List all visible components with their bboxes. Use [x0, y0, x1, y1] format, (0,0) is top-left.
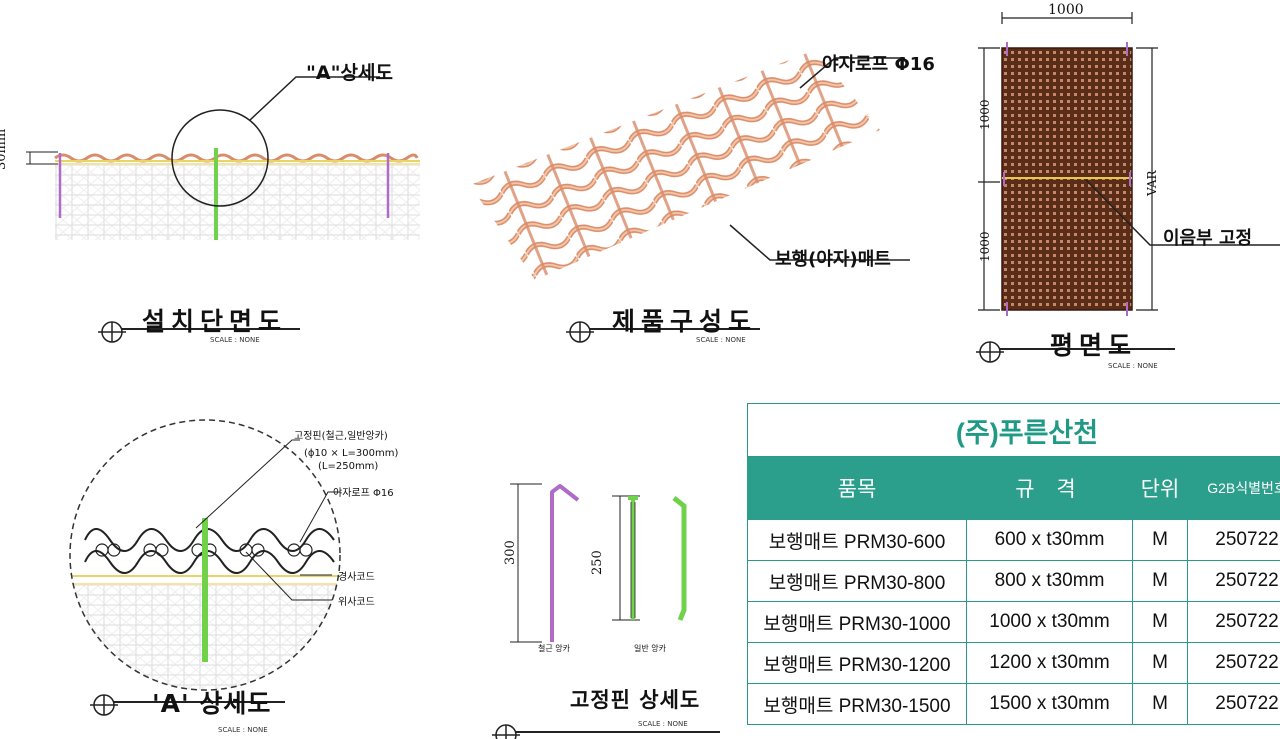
table-row: 보행매트 PRM30-1500 1500 x t30mm M 250722: [747, 683, 1280, 725]
row-unit: M: [1132, 683, 1188, 725]
plan-view-scale: SCALE : NONE: [1108, 362, 1158, 370]
row-spec: 1000 x t30mm: [966, 601, 1133, 643]
row-item: 보행매트 PRM30-600: [747, 519, 967, 561]
plan-view-title: 평면도: [1050, 331, 1138, 360]
row-item: 보행매트 PRM30-800: [747, 560, 967, 602]
header-item: 품목: [747, 456, 967, 520]
pin-rebar-label: 철근 앙카: [538, 644, 570, 653]
detail-a-pin-spec-2: (L=250mm): [318, 461, 379, 472]
pin-detail-title: 고정핀 상세도: [570, 688, 701, 712]
pin-normal-label: 일반 앙카: [634, 644, 666, 653]
row-spec: 800 x t30mm: [966, 560, 1133, 602]
product-rope-label: 야자로프 Φ16: [822, 54, 935, 75]
row-spec: 1200 x t30mm: [966, 642, 1133, 684]
product-view-scale: SCALE : NONE: [696, 336, 746, 344]
row-g2b: 250722: [1187, 683, 1280, 725]
product-view-drawing: [470, 50, 910, 343]
table-row: 보행매트 PRM30-800 800 x t30mm M 250722: [747, 560, 1280, 602]
pin-detail-drawing: [492, 483, 720, 739]
row-item: 보행매트 PRM30-1500: [747, 683, 967, 725]
table-row: 보행매트 PRM30-1000 1000 x t30mm M 250722: [747, 601, 1280, 643]
row-g2b: 250722: [1187, 519, 1280, 561]
row-g2b: 250722: [1187, 560, 1280, 602]
row-g2b: 250722: [1187, 601, 1280, 643]
pin-dim-300: 300: [503, 540, 518, 565]
row-unit: M: [1132, 601, 1188, 643]
plan-var-label: VAR: [1145, 170, 1159, 196]
detail-a-pin-label: 고정핀(철근,일반앙카): [294, 431, 388, 442]
detail-a-scale: SCALE : NONE: [218, 726, 268, 734]
plan-joint-label: 이음부 고정: [1163, 228, 1253, 249]
header-g2b: G2B식별번호: [1187, 456, 1280, 520]
plan-side-dim-1: 1000: [978, 99, 992, 130]
row-item: 보행매트 PRM30-1200: [747, 642, 967, 684]
product-view-title: 제품구성도: [612, 307, 758, 336]
detail-a-drawing: [69, 419, 341, 716]
pin-dim-250: 250: [590, 550, 605, 575]
company-name: (주)푸른산천: [747, 403, 1280, 457]
section-view-drawing: [26, 76, 420, 343]
section-view-scale: SCALE : NONE: [210, 336, 260, 344]
pin-detail-scale: SCALE : NONE: [638, 720, 688, 728]
section-callout-label: "A"상세도: [306, 62, 393, 84]
header-spec: 규 격: [966, 456, 1133, 520]
row-unit: M: [1132, 560, 1188, 602]
product-mat-label: 보행(야자)매트: [775, 249, 891, 270]
detail-a-rope-label: 야자로프 Φ16: [333, 488, 394, 499]
row-unit: M: [1132, 519, 1188, 561]
detail-a-title: 'A' 상세도: [152, 689, 272, 718]
detail-a-warp-label: 경사코드: [338, 572, 375, 583]
table-row: 보행매트 PRM30-1200 1200 x t30mm M 250722: [747, 642, 1280, 684]
table-header-row: 품목 규 격 단위 G2B식별번호: [747, 456, 1280, 520]
company-row: (주)푸른산천: [747, 403, 1280, 457]
table-row: 보행매트 PRM30-600 600 x t30mm M 250722: [747, 519, 1280, 561]
detail-a-weft-label: 위사코드: [338, 597, 375, 608]
row-spec: 600 x t30mm: [966, 519, 1133, 561]
row-spec: 1500 x t30mm: [966, 683, 1133, 725]
plan-top-dim: 1000: [1048, 2, 1084, 18]
row-unit: M: [1132, 642, 1188, 684]
row-item: 보행매트 PRM30-1000: [747, 601, 967, 643]
spec-table: (주)푸른산천 품목 규 격 단위 G2B식별번호 보행매트 PRM30-600…: [747, 403, 1280, 725]
plan-view-drawing: [976, 12, 1280, 363]
row-g2b: 250722: [1187, 642, 1280, 684]
section-view-title: 설치단면도: [142, 307, 288, 336]
detail-a-pin-spec-1: (ɸ10 × L=300mm): [304, 448, 399, 459]
plan-side-dim-2: 1000: [978, 231, 992, 262]
header-unit: 단위: [1132, 456, 1188, 520]
section-dim-label: 30mm: [0, 128, 9, 170]
